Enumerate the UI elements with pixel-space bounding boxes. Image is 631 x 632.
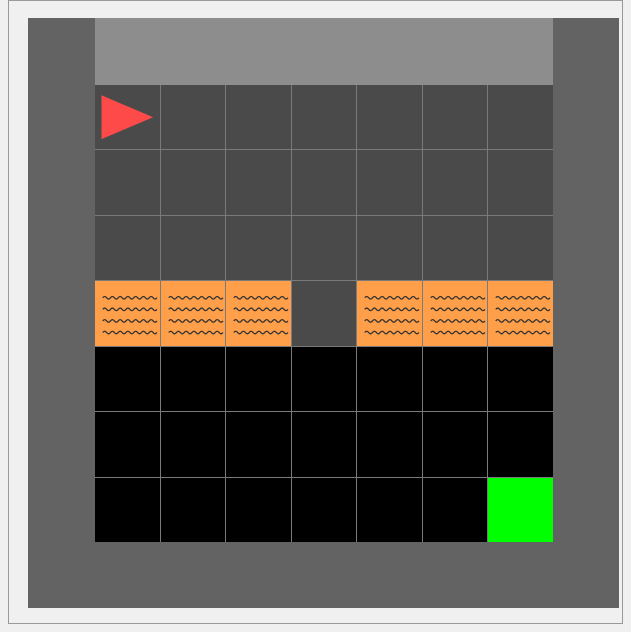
lava-cell [161,281,226,345]
lava-wave-icon [488,281,553,345]
goal-cell [488,478,553,542]
game-grid [95,85,553,542]
unseen-cell [292,412,357,476]
floor-cell [488,150,553,214]
floor-cell [423,216,488,280]
unseen-cell [161,478,226,542]
lava-cell [95,281,160,345]
agent [102,95,154,139]
floor-cell [95,85,160,149]
floor-cell [161,85,226,149]
floor-cell [161,216,226,280]
floor-cell [488,85,553,149]
floor-cell [226,216,291,280]
triangle-right-icon [95,85,160,149]
lava-wave-icon [161,281,226,345]
unseen-cell [423,347,488,411]
unseen-cell [95,347,160,411]
unseen-cell [423,412,488,476]
floor-cell [357,85,422,149]
lava-wave-icon [357,281,422,345]
unseen-cell [161,412,226,476]
floor-cell [357,150,422,214]
unseen-cell [488,412,553,476]
floor-cell [423,150,488,214]
lava-wave-icon [423,281,488,345]
unseen-cell [95,478,160,542]
floor-cell [292,216,357,280]
lava-wave-icon [95,281,160,345]
lava-cell [226,281,291,345]
lava-cell [423,281,488,345]
unseen-cell [292,478,357,542]
lava-wave-icon [226,281,291,345]
unseen-cell [292,347,357,411]
lava-cell [488,281,553,345]
lava-cell [357,281,422,345]
top-band [95,18,553,85]
unseen-cell [423,478,488,542]
unseen-cell [226,347,291,411]
unseen-cell [95,412,160,476]
unseen-cell [488,347,553,411]
floor-cell [161,150,226,214]
floor-cell [95,150,160,214]
floor-cell [292,85,357,149]
unseen-cell [357,347,422,411]
floor-cell [488,216,553,280]
unseen-cell [226,412,291,476]
floor-cell [292,150,357,214]
floor-cell [95,216,160,280]
floor-cell [357,216,422,280]
floor-cell [423,85,488,149]
floor-cell [292,281,357,345]
unseen-cell [226,478,291,542]
floor-cell [226,150,291,214]
unseen-cell [161,347,226,411]
unseen-cell [357,412,422,476]
unseen-cell [357,478,422,542]
floor-cell [226,85,291,149]
